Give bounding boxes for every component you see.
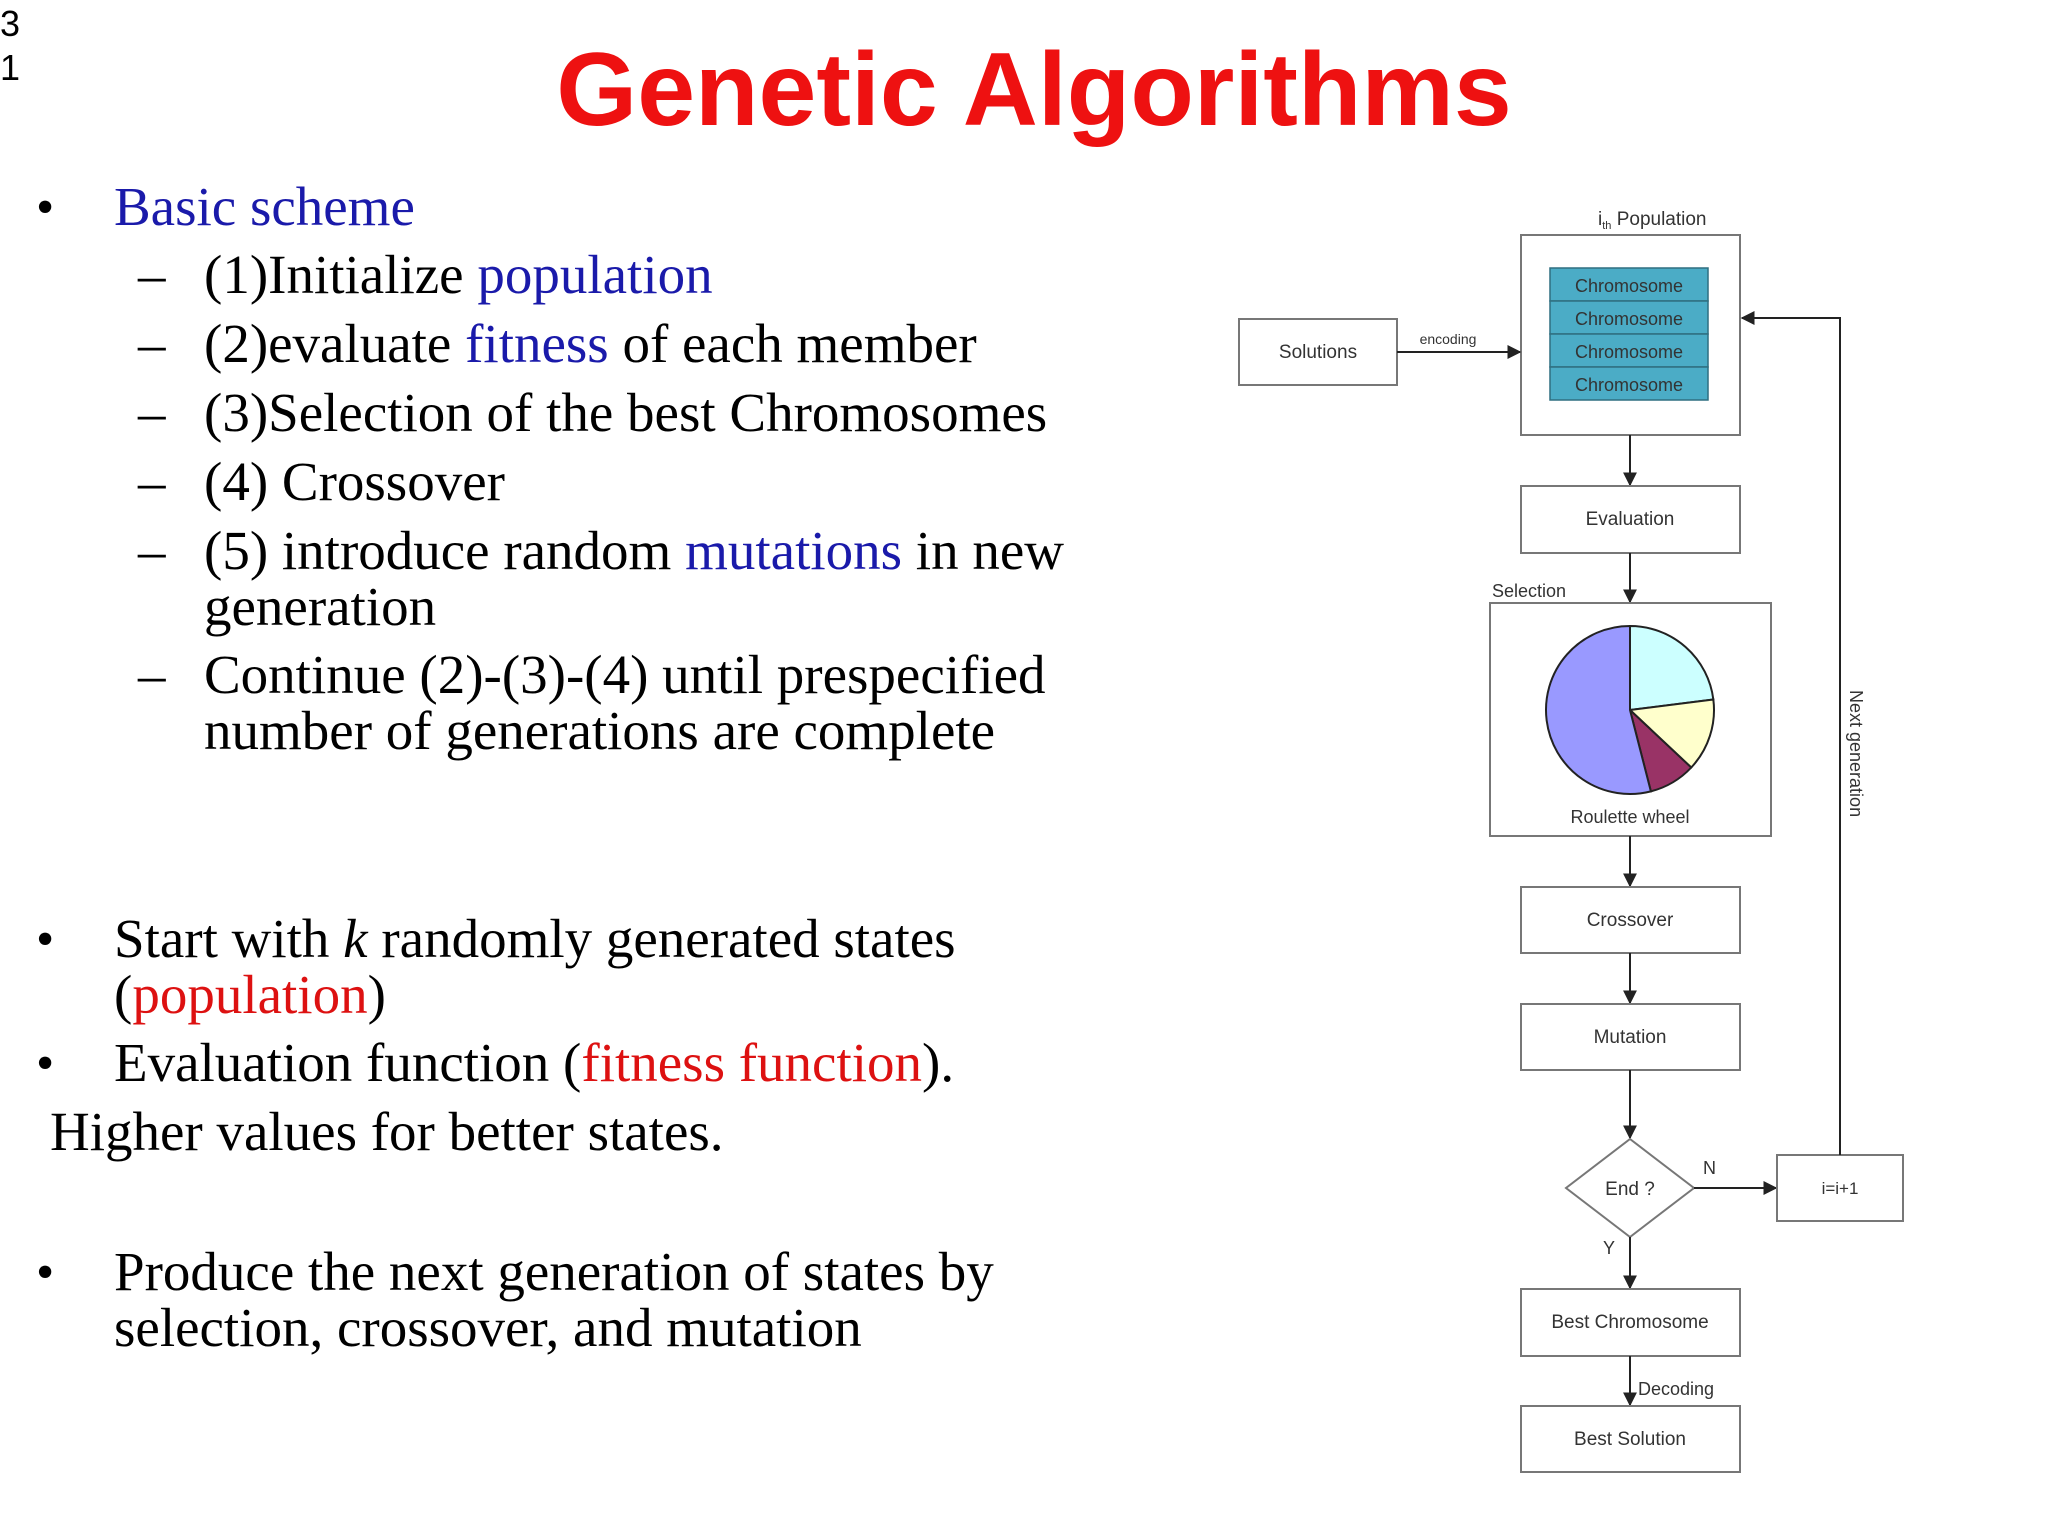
step-6-continuation: number of generations are complete	[204, 700, 996, 761]
roulette-slice	[1627, 698, 1715, 769]
step-highlight: mutations	[685, 520, 903, 581]
solutions-label: Solutions	[1279, 342, 1357, 363]
increment-label: i=i+1	[1822, 1179, 1859, 1198]
slide-title: Genetic Algorithms	[556, 32, 1512, 148]
step-text: (5) introduce random	[204, 520, 686, 581]
best-solution-box	[1520, 1405, 1741, 1473]
population-highlight: population	[132, 964, 368, 1025]
roulette-wheel-pie	[1545, 624, 1715, 795]
basic-scheme-heading: Basic scheme	[114, 176, 415, 237]
roulette-label: Roulette wheel	[1570, 807, 1689, 827]
mutation-label: Mutation	[1594, 1027, 1667, 1048]
start-bullet-continuation: (population)	[114, 966, 386, 1024]
chromosome-label: Chromosome	[1575, 276, 1683, 296]
step-text: Continue (2)-(3)-(4) until prespecified	[204, 644, 1046, 705]
roulette-slice	[1629, 624, 1715, 712]
end-label: End ?	[1605, 1179, 1655, 1200]
step-text: of each member	[608, 313, 977, 374]
chromosome-cell	[1549, 267, 1709, 302]
dash-marker: –	[138, 644, 166, 705]
evaluation-label: Evaluation	[1586, 509, 1675, 530]
bullet-text: ).	[922, 1032, 955, 1093]
selection-label: Selection	[1492, 581, 1566, 601]
next-generation-label: Next generation	[1846, 690, 1866, 817]
evaluation-box	[1520, 485, 1741, 554]
step-text: in new	[902, 520, 1064, 581]
dash-marker: –	[138, 451, 166, 512]
slide-number: 3 1	[0, 2, 20, 90]
k-variable: k	[343, 908, 368, 969]
chromosome-cell	[1549, 366, 1709, 401]
population-label: ith Population	[1598, 209, 1707, 232]
bullet-text: Evaluation function (	[114, 1032, 582, 1093]
bullet-text: randomly generated states	[367, 908, 956, 969]
chromosome-label: Chromosome	[1575, 342, 1683, 362]
step-5-continuation: generation	[204, 576, 437, 637]
roulette-slice	[1545, 624, 1653, 795]
chromosome-label: Chromosome	[1575, 375, 1683, 395]
slide-number-digit: 1	[0, 47, 21, 88]
higher-values-text: Higher values for better states.	[50, 1101, 724, 1162]
decoding-label: Decoding	[1638, 1379, 1714, 1399]
no-label: N	[1703, 1158, 1716, 1178]
produce-bullet: Produce the next generation of states by	[114, 1241, 994, 1302]
step-text: (2)evaluate	[204, 313, 466, 374]
fitness-function-highlight: fitness function	[581, 1032, 923, 1093]
solutions-box	[1238, 318, 1398, 386]
best-chromosome-box	[1520, 1288, 1741, 1357]
bullet-marker: •	[36, 911, 55, 968]
bullet-marker: •	[36, 179, 55, 236]
start-bullet: Start with k randomly generated states	[114, 910, 956, 968]
best-solution-label: Best Solution	[1574, 1429, 1686, 1450]
crossover-label: Crossover	[1587, 910, 1674, 931]
evaluation-bullet: Evaluation function (fitness function).	[114, 1034, 954, 1092]
dash-marker: –	[138, 313, 166, 374]
yes-label: Y	[1603, 1238, 1615, 1258]
next-generation-arrow	[1740, 311, 1841, 1155]
step-highlight: fitness	[465, 313, 609, 374]
dash-marker: –	[138, 382, 166, 443]
dash-marker: –	[138, 520, 166, 581]
step-text: (1)Initialize	[204, 244, 478, 305]
mutation-box	[1520, 1003, 1741, 1071]
paren: )	[367, 964, 386, 1025]
bullet-text: Start with	[114, 908, 344, 969]
bullet-marker: •	[36, 1035, 55, 1092]
ga-flowchart: ith Population Chromosome Chromosome Chr…	[1238, 209, 1904, 1473]
encoding-label: encoding	[1420, 331, 1477, 347]
best-chromosome-label: Best Chromosome	[1551, 1312, 1708, 1333]
slide-number-digit: 3	[0, 3, 21, 44]
step-text: (3)Selection of the best Chromosomes	[204, 382, 1048, 443]
bullet-marker: •	[36, 1244, 55, 1301]
dash-marker: –	[138, 244, 166, 305]
paren: (	[114, 964, 133, 1025]
slide-body: • Basic scheme – (1)Initialize populatio…	[36, 176, 1064, 1358]
step-text: (4) Crossover	[204, 451, 505, 512]
step-highlight: population	[477, 244, 713, 305]
chromosome-label: Chromosome	[1575, 309, 1683, 329]
produce-bullet-continuation: selection, crossover, and mutation	[114, 1297, 862, 1358]
